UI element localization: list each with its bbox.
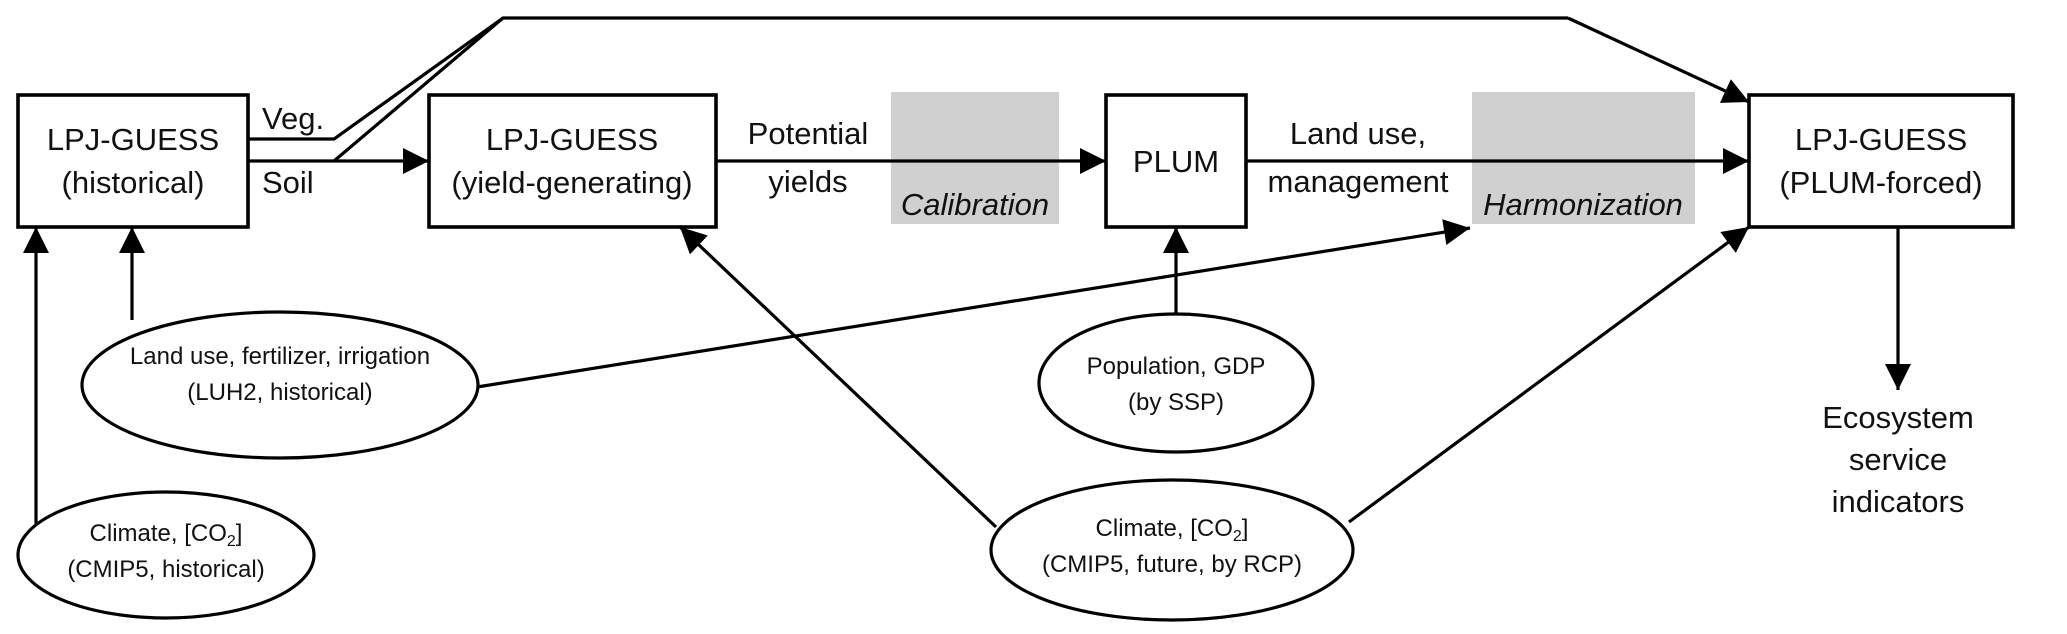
output-line3: indicators [1832, 484, 1965, 519]
box-forced-title: LPJ-GUESS [1795, 122, 1967, 157]
harmonization-shade [1472, 92, 1695, 224]
input-ssp: Population, GDP (by SSP) [1037, 312, 1315, 454]
label-calibration: Calibration [901, 187, 1049, 222]
box-plum: PLUM [1104, 93, 1248, 229]
soil-line [332, 16, 1568, 163]
output-indicators: Ecosystem service indicators [1822, 400, 1974, 519]
box-yield-subtitle: (yield-generating) [451, 165, 692, 200]
arrow-luh2-to-harmonization [476, 219, 1471, 389]
input-luh2-line2: (LUH2, historical) [187, 379, 372, 406]
output-line2: service [1849, 442, 1947, 477]
veg-line [248, 16, 504, 141]
input-ssp-line1: Population, GDP [1087, 353, 1266, 380]
input-luh2: Land use, fertilizer, irrigation (LUH2, … [80, 310, 480, 460]
box-lpj-yield: LPJ-GUESS (yield-generating) [427, 93, 718, 229]
box-forced-subtitle: (PLUM-forced) [1779, 165, 1982, 200]
input-cmip5-hist-line2: (CMIP5, historical) [67, 556, 264, 583]
input-cmip5-historical: Climate, [CO2] (CMIP5, historical) [16, 490, 316, 620]
box-plum-title: PLUM [1133, 144, 1219, 179]
label-harmonization: Harmonization [1483, 187, 1683, 222]
arrow-cmip5future-to-forced [1348, 225, 1750, 524]
box-lpj-forced: LPJ-GUESS (PLUM-forced) [1747, 93, 2015, 229]
top-arrow-to-forced [1567, 16, 1750, 104]
label-yields: yields [768, 164, 847, 199]
input-luh2-line1: Land use, fertilizer, irrigation [130, 343, 430, 370]
label-soil: Soil [262, 165, 314, 200]
input-cmip5-hist-line1: Climate, [CO2] [90, 520, 243, 550]
input-cmip5-future-line2: (CMIP5, future, by RCP) [1042, 551, 1302, 578]
label-land-use: Land use, [1290, 116, 1426, 151]
box-historical-subtitle: (historical) [62, 165, 205, 200]
box-lpj-historical: LPJ-GUESS (historical) [16, 93, 250, 229]
input-cmip5-future-line1: Climate, [CO2] [1096, 515, 1249, 545]
calibration-shade [891, 92, 1059, 224]
input-cmip5-future: Climate, [CO2] (CMIP5, future, by RCP) [989, 478, 1355, 622]
label-management: management [1268, 164, 1449, 199]
input-ssp-line2: (by SSP) [1128, 389, 1224, 416]
box-historical-title: LPJ-GUESS [47, 122, 219, 157]
label-veg: Veg. [262, 101, 324, 136]
box-yield-title: LPJ-GUESS [486, 122, 658, 157]
arrow-cmip5future-to-yield [678, 225, 998, 529]
label-potential: Potential [748, 116, 869, 151]
output-line1: Ecosystem [1822, 400, 1974, 435]
